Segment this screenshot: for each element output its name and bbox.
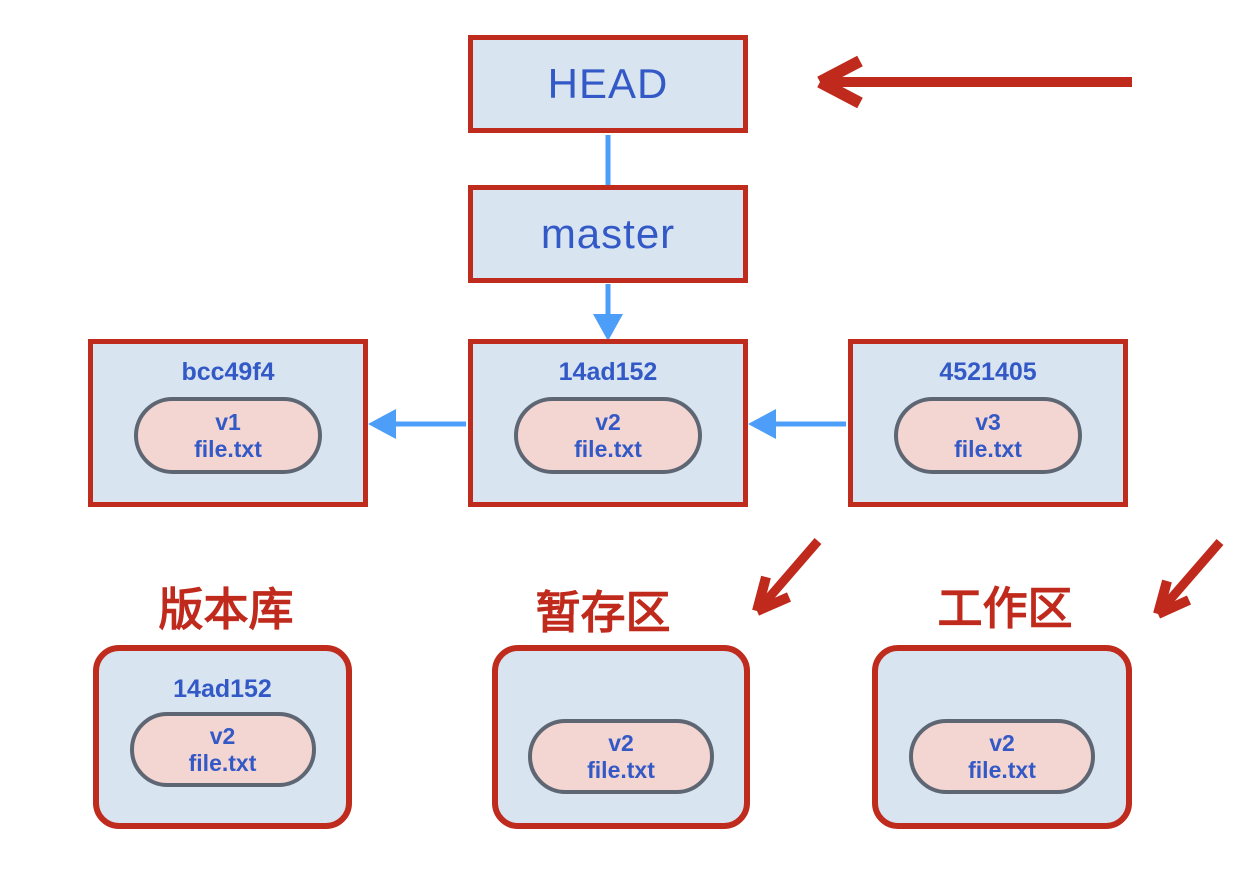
file-version: v2 — [989, 729, 1015, 756]
file-version: v3 — [975, 408, 1001, 435]
file-name: file.txt — [188, 749, 257, 776]
file-pill: v1 file.txt — [134, 397, 322, 474]
area-box-working: v2 file.txt — [872, 645, 1132, 829]
head-node-label: HEAD — [547, 60, 669, 107]
file-pill: v2 file.txt — [129, 712, 316, 787]
area-box-staging: v2 file.txt — [492, 645, 750, 829]
working-pointer-arrow-icon — [1153, 539, 1224, 619]
arrow-commit2-to-commit1-icon — [368, 409, 466, 439]
file-name: file.txt — [574, 435, 642, 462]
area-label-working: 工作区 — [937, 583, 1073, 634]
commit-hash: 4521405 — [939, 358, 1037, 386]
file-pill: v2 file.txt — [528, 719, 714, 794]
file-pill: v2 file.txt — [514, 397, 702, 474]
commit-hash: 14ad152 — [173, 675, 272, 703]
head-node: HEAD — [468, 35, 748, 133]
commit-hash: 14ad152 — [558, 358, 658, 386]
file-name: file.txt — [968, 756, 1036, 783]
file-name: file.txt — [587, 756, 655, 783]
file-name: file.txt — [954, 435, 1022, 462]
commit-node-v3: 4521405 v3 file.txt — [848, 339, 1128, 507]
head-pointer-arrow-icon — [817, 55, 1132, 109]
area-label-repository: 版本库 — [158, 584, 294, 635]
file-version: v2 — [608, 729, 634, 756]
arrow-master-to-commit-icon — [593, 284, 623, 341]
area-label-staging: 暂存区 — [535, 587, 671, 638]
area-box-repository: 14ad152 v2 file.txt — [93, 645, 352, 829]
file-version: v2 — [595, 408, 621, 435]
file-version: v2 — [209, 722, 236, 749]
master-node: master — [468, 185, 748, 283]
file-name: file.txt — [194, 435, 262, 462]
staging-pointer-arrow-icon — [752, 538, 822, 616]
arrow-commit3-to-commit2-icon — [748, 409, 846, 439]
master-node-label: master — [540, 210, 676, 257]
commit-node-v1: bcc49f4 v1 file.txt — [88, 339, 368, 507]
file-pill: v2 file.txt — [909, 719, 1095, 794]
file-version: v1 — [215, 408, 241, 435]
commit-hash: bcc49f4 — [181, 358, 275, 386]
file-pill: v3 file.txt — [894, 397, 1082, 474]
commit-node-v2: 14ad152 v2 file.txt — [468, 339, 748, 507]
